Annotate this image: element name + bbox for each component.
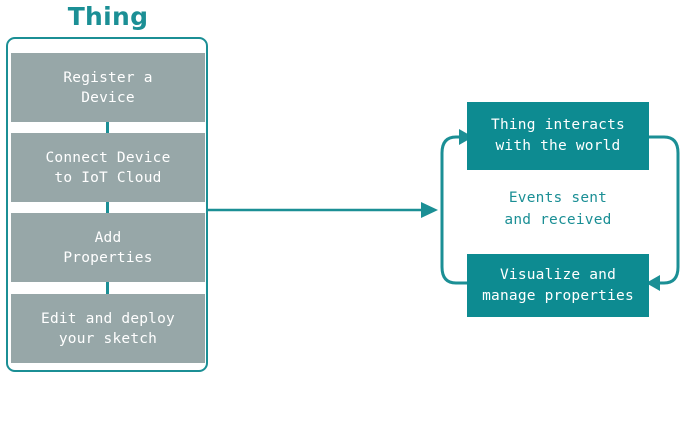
cycle-box-label: Visualize and manage properties (482, 266, 634, 304)
step-box-label: Add Properties (63, 229, 153, 266)
cycle-box-thing-interacts-with-the-world: Thing interacts with the world (467, 102, 649, 170)
step-box-add-properties: Add Properties (11, 213, 205, 282)
step-connector-1 (106, 122, 109, 134)
step-box-edit-and-deploy-your-sketch: Edit and deploy your sketch (11, 294, 205, 363)
step-box-label: Connect Device to IoT Cloud (45, 149, 171, 186)
step-connector-2 (106, 202, 109, 214)
step-box-label: Register a Device (63, 69, 153, 106)
cycle-box-label: Thing interacts with the world (491, 117, 625, 154)
arrow-right-icon (207, 202, 438, 218)
step-connector-3 (106, 282, 109, 294)
step-box-register-a-device: Register a Device (11, 53, 205, 122)
cycle-arrow-right (649, 135, 680, 285)
cycle-center-label-text: Events sent and received (504, 190, 612, 228)
step-box-connect-device-to-iot-cloud: Connect Device to IoT Cloud (11, 133, 205, 202)
thing-group-title: Thing (67, 2, 149, 31)
step-box-label: Edit and deploy your sketch (41, 310, 175, 347)
cycle-box-visualize-and-manage-properties: Visualize and manage properties (467, 254, 649, 317)
cycle-center-label: Events sent and received (467, 180, 649, 238)
